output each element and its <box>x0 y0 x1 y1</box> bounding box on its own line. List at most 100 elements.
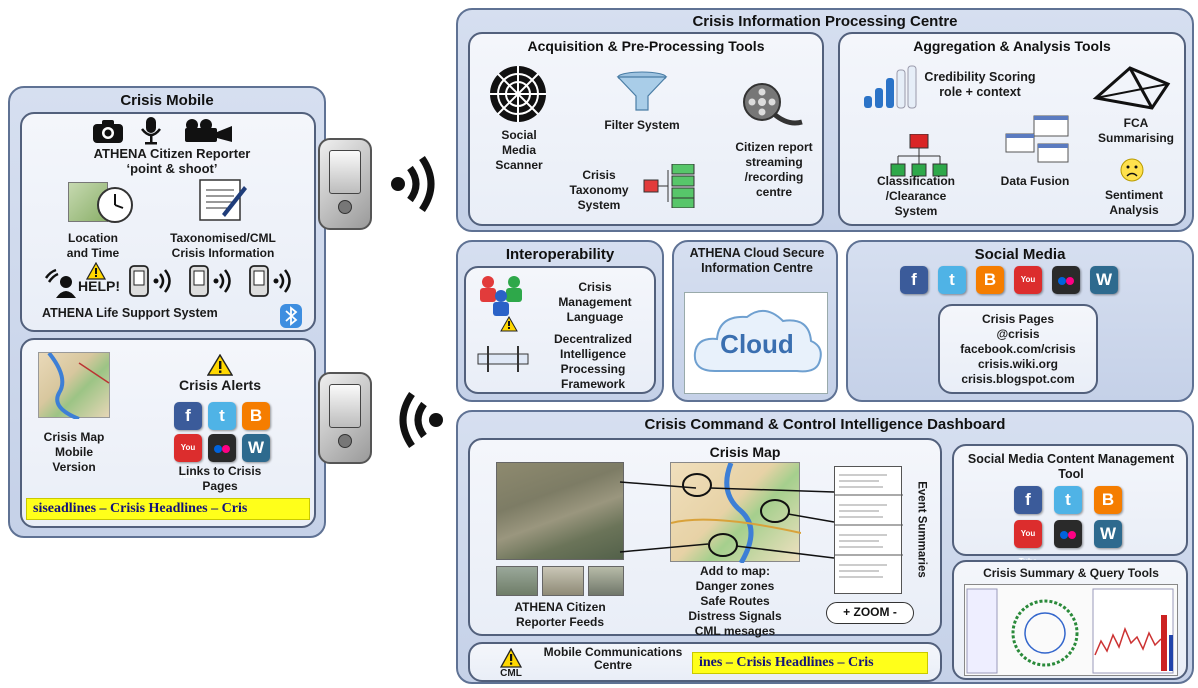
blogger-icon[interactable]: B <box>976 266 1004 294</box>
phone-signal-icon <box>129 265 171 297</box>
document-pen-icon <box>199 179 247 221</box>
links-crisis-pages-label: Links to Crisis Pages <box>178 464 262 493</box>
crisis-page-item[interactable]: facebook.com/crisis <box>960 342 1076 356</box>
twitter-icon[interactable]: t <box>938 266 966 294</box>
wordpress-icon[interactable]: W <box>1090 266 1118 294</box>
warning-icon <box>86 262 106 280</box>
microphone-icon <box>141 117 161 145</box>
classification-label: Classification /Clearance System <box>876 174 956 218</box>
pipeline-icon <box>477 346 529 372</box>
facebook-icon[interactable]: f <box>1014 486 1042 514</box>
sad-face-icon <box>1120 158 1144 182</box>
add-to-map-item[interactable]: Danger zones <box>695 579 775 593</box>
flood-photo <box>496 462 624 560</box>
credibility-label: Credibility Scoring role + context <box>924 70 1036 99</box>
acquisition-tools: Acquisition & Pre-Processing Tools Socia… <box>468 32 824 226</box>
youtube-icon[interactable]: You Tube <box>1014 520 1042 566</box>
add-to-map-item[interactable]: Distress Signals <box>688 609 782 623</box>
map-connector-lines <box>619 481 835 559</box>
add-to-map-item[interactable]: Safe Routes <box>700 594 770 608</box>
facebook-icon[interactable]: f <box>174 402 202 430</box>
fca-summarising-label: FCA Summarising <box>1097 116 1175 145</box>
mobile-comms-label: Mobile Communications Centre <box>543 645 683 672</box>
social-media-panel: Social Media f t B You Tube W Crisis Pag… <box>846 240 1194 402</box>
add-to-map-item[interactable]: CML mesages <box>694 624 776 638</box>
point-shoot-label: ‘point & shoot’ <box>126 161 218 176</box>
crisis-map-title: Crisis Map <box>709 444 781 460</box>
phone-signal-icon <box>189 265 231 297</box>
event-summaries-list <box>834 466 903 594</box>
flood-thumbnail <box>496 566 538 596</box>
crisis-taxonomy-label: Crisis Taxonomy System <box>569 168 629 212</box>
social-media-scanner-icon <box>490 66 546 122</box>
wireless-signal-icon <box>391 156 435 212</box>
film-reel-icon <box>743 83 803 126</box>
youtube-icon[interactable]: You Tube <box>1014 266 1042 312</box>
warning-icon <box>500 316 518 332</box>
location-time-label: Location and Time <box>66 231 120 260</box>
filter-icon <box>616 71 668 111</box>
blogger-icon[interactable]: B <box>242 402 270 430</box>
youtube-icon[interactable]: You Tube <box>174 434 202 480</box>
interoperability-panel: Interoperability Crisis Management Langu… <box>456 240 664 402</box>
flood-thumbnail <box>542 566 584 596</box>
warning-icon <box>500 648 522 668</box>
smcm-tool: Social Media Content Management Tool f t… <box>952 444 1188 566</box>
acquisition-title: Acquisition & Pre-Processing Tools <box>527 38 765 54</box>
interoperability-title: Interoperability <box>505 246 615 263</box>
cloud-label: Cloud <box>720 329 794 359</box>
cml-label: Crisis Management Language <box>558 280 632 324</box>
sentiment-label: Sentiment Analysis <box>1104 188 1163 217</box>
facebook-icon[interactable]: f <box>900 266 928 294</box>
flood-thumbnail <box>588 566 624 596</box>
crisis-pages-box: Crisis Pages @crisis facebook.com/crisis… <box>938 304 1098 394</box>
signal-bars-icon <box>864 65 917 109</box>
life-support-label: ATHENA Life Support System <box>42 306 218 320</box>
summary-tools-screenshot <box>964 584 1178 676</box>
data-fusion-icon <box>1005 115 1069 163</box>
help-label: HELP! <box>78 278 120 294</box>
social-media-scanner-label: Social Media Scanner <box>495 128 543 172</box>
crisis-map-mobile-label: Crisis Map Mobile Version <box>43 430 105 474</box>
blogger-icon[interactable]: B <box>1094 486 1122 514</box>
mobile-headline-ticker: siseadlines – Crisis Headlines – Cris <box>26 498 310 520</box>
phone-signal-icon <box>249 265 291 297</box>
add-to-map-label: Add to map: <box>700 564 770 578</box>
data-fusion-label: Data Fusion <box>1000 174 1070 188</box>
filter-system-label: Filter System <box>604 118 680 132</box>
crisis-mobile-upper: ATHENA Citizen Reporter ‘point & shoot’ … <box>20 112 316 332</box>
citizen-reporter-label: ATHENA Citizen Reporter <box>93 146 251 161</box>
wireless-signal-icon <box>399 392 443 448</box>
crisis-map-section: Crisis Map ATHENA Citizen Reporter Feeds… <box>468 438 942 638</box>
dashboard-headline-ticker: ines – Crisis Headlines – Cris <box>692 652 928 674</box>
clock-icon <box>97 187 133 223</box>
dashboard-title: Crisis Command & Control Intelligence Da… <box>644 416 1006 433</box>
flickr-icon[interactable] <box>1052 266 1080 294</box>
twitter-icon[interactable]: t <box>1054 486 1082 514</box>
aggregation-title: Aggregation & Analysis Tools <box>913 38 1111 54</box>
zoom-control[interactable]: + ZOOM - <box>826 602 914 624</box>
flickr-icon[interactable] <box>1054 520 1082 548</box>
crisis-page-item[interactable]: @crisis <box>996 327 1040 341</box>
processing-centre-panel: Crisis Information Processing Centre Acq… <box>456 8 1194 232</box>
camera-icon <box>93 120 123 143</box>
warning-icon <box>207 354 233 376</box>
crisis-page-item[interactable]: crisis.wiki.org <box>977 357 1059 371</box>
twitter-icon[interactable]: t <box>208 402 236 430</box>
wordpress-icon[interactable]: W <box>242 434 270 462</box>
processing-centre-title: Crisis Information Processing Centre <box>692 13 958 30</box>
crisis-map-mobile-image <box>38 351 110 421</box>
taxonomy-tree-icon <box>643 164 695 208</box>
flickr-icon[interactable] <box>208 434 236 462</box>
network-graph-icon <box>1092 66 1171 110</box>
video-camera-icon <box>185 119 232 142</box>
mobile-comms-centre: CML Mobile Communications Centre ines – … <box>468 642 942 682</box>
bluetooth-icon <box>280 304 302 328</box>
crisis-page-item[interactable]: crisis.blogspot.com <box>961 372 1075 386</box>
crisis-mobile-title: Crisis Mobile <box>120 92 214 109</box>
interoperability-inner: Crisis Management Language Decentralized… <box>464 266 656 394</box>
wordpress-icon[interactable]: W <box>1094 520 1122 548</box>
crisis-mobile-lower: Crisis Map Mobile Version Crisis Alerts … <box>20 338 316 528</box>
smcm-tool-label: Social Media Content Management Tool <box>967 452 1175 481</box>
social-media-title: Social Media <box>974 246 1066 263</box>
